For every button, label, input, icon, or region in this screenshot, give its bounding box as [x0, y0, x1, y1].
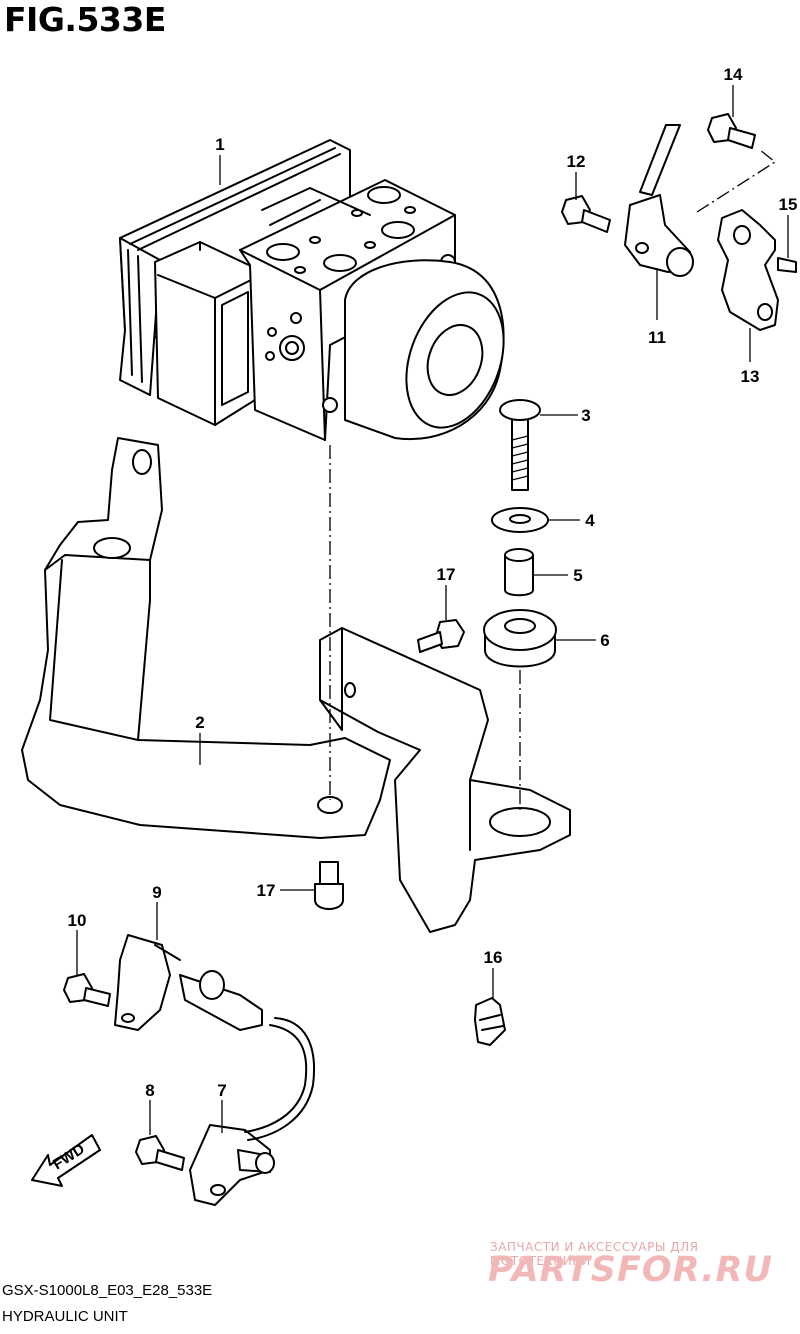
sensor-bracket-part-13 [717, 209, 779, 331]
callout-16: 16 [484, 948, 503, 967]
bolt-part-17-lower [314, 861, 344, 910]
clamp-part-16 [474, 997, 506, 1046]
fig-title: FIG.533E [4, 0, 166, 39]
washer-part-4 [491, 507, 549, 533]
callout-11: 11 [648, 328, 666, 347]
bolt-part-14 [707, 113, 756, 149]
bolt-part-3 [499, 399, 541, 491]
callout-7: 7 [217, 1081, 226, 1100]
bracket-part-2 [21, 437, 391, 839]
callout-5: 5 [573, 566, 582, 585]
fwd-arrow-icon: FWD [31, 1134, 101, 1187]
bolt-part-17-upper [417, 619, 465, 653]
callout-2: 2 [195, 713, 204, 732]
callout-9: 9 [152, 883, 161, 902]
pin-part-15 [777, 257, 797, 273]
bolt-part-8 [135, 1135, 185, 1171]
lower-bracket [319, 627, 571, 933]
leader-lines [76, 85, 789, 1135]
callout-12: 12 [567, 152, 586, 171]
callout-4: 4 [585, 511, 595, 530]
model-code: GSX-S1000L8_E03_E28_533E [2, 1282, 213, 1299]
callout-1: 1 [215, 135, 224, 154]
watermark-tagline: ЗАПЧАСТИ И АКСЕССУАРЫ ДЛЯ МОТОТЕХНИКИ [490, 1240, 699, 1268]
callout-8: 8 [145, 1081, 154, 1100]
hydraulic-unit-part-1 [119, 139, 505, 441]
sensor-part-11 [624, 124, 694, 277]
bolt-part-12 [561, 195, 611, 233]
callout-10: 10 [68, 911, 87, 930]
grommet-part-6 [483, 609, 557, 668]
callout-17-lower: 17 [257, 881, 276, 900]
collar-part-5 [504, 548, 534, 597]
callout-13: 13 [741, 367, 760, 386]
sensor-part-7 [189, 1017, 315, 1206]
watermark-logo: PARTSFOR.RU [488, 1250, 773, 1290]
section-name: HYDRAULIC UNIT [2, 1308, 128, 1325]
callout-17-upper: 17 [437, 565, 456, 584]
callout-14: 14 [724, 65, 743, 84]
bolt-part-10 [63, 973, 111, 1007]
callout-15: 15 [779, 195, 798, 214]
sensor-part-9 [114, 934, 263, 1031]
callout-3: 3 [581, 406, 590, 425]
callout-6: 6 [600, 631, 609, 650]
